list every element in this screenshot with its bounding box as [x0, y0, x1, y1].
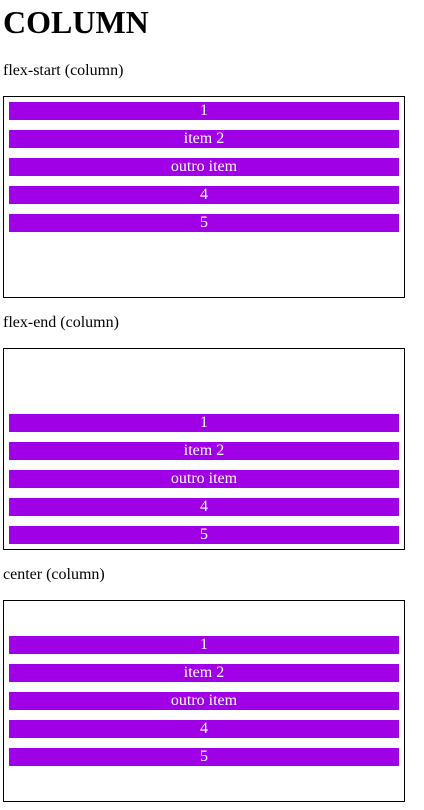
flex-item: outro item: [9, 158, 399, 176]
flex-item: 1: [9, 636, 399, 654]
flex-container-flex-end: 1 item 2 outro item 4 5: [3, 348, 405, 550]
section-label-flex-start: flex-start (column): [3, 62, 124, 79]
section-label-center: center (column): [3, 566, 105, 583]
flex-item: item 2: [9, 664, 399, 682]
flex-item: 5: [9, 214, 399, 232]
flex-item: 1: [9, 102, 399, 120]
flex-item: 1: [9, 414, 399, 432]
flex-item: 4: [9, 186, 399, 204]
page-title: COLUMN: [3, 4, 149, 40]
flex-item: 5: [9, 526, 399, 544]
flex-item: outro item: [9, 470, 399, 488]
flex-item: outro item: [9, 692, 399, 710]
flex-item: 4: [9, 720, 399, 738]
flex-item: 4: [9, 498, 399, 516]
flex-item: item 2: [9, 130, 399, 148]
flex-item: item 2: [9, 442, 399, 460]
flex-container-flex-start: 1 item 2 outro item 4 5: [3, 96, 405, 298]
flex-item: 5: [9, 748, 399, 766]
flex-container-center: 1 item 2 outro item 4 5: [3, 600, 405, 802]
section-label-flex-end: flex-end (column): [3, 314, 119, 331]
